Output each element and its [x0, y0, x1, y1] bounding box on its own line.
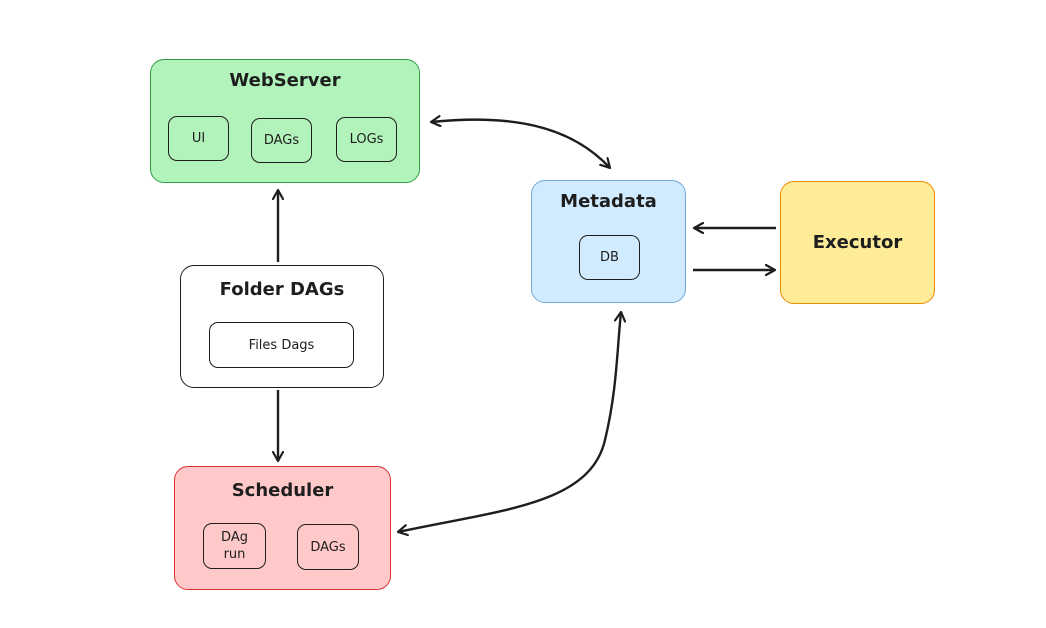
- webserver-ui-item[interactable]: UI: [168, 116, 229, 161]
- webserver-title: WebServer: [229, 70, 341, 91]
- folder-dags-title: Folder DAGs: [219, 279, 345, 300]
- executor-title: Executor: [812, 232, 903, 253]
- webserver-dags-item[interactable]: DAGs: [251, 118, 312, 163]
- scheduler-title: Scheduler: [231, 480, 334, 501]
- edge-scheduler-metadata: [398, 312, 621, 532]
- folder-dags-node[interactable]: Folder DAGs Files Dags: [180, 265, 384, 388]
- scheduler-node[interactable]: Scheduler DAg run DAGs: [174, 466, 391, 590]
- files-dags-item[interactable]: Files Dags: [209, 322, 354, 368]
- metadata-db-item[interactable]: DB: [579, 235, 640, 280]
- scheduler-dags-item[interactable]: DAGs: [297, 524, 359, 570]
- metadata-node[interactable]: Metadata DB: [531, 180, 686, 303]
- edge-webserver-metadata: [431, 120, 610, 168]
- metadata-title: Metadata: [560, 191, 657, 212]
- executor-node[interactable]: Executor: [780, 181, 935, 304]
- webserver-logs-item[interactable]: LOGs: [336, 117, 397, 162]
- scheduler-dag-run-item[interactable]: DAg run: [203, 523, 266, 569]
- webserver-node[interactable]: WebServer UI DAGs LOGs: [150, 59, 420, 183]
